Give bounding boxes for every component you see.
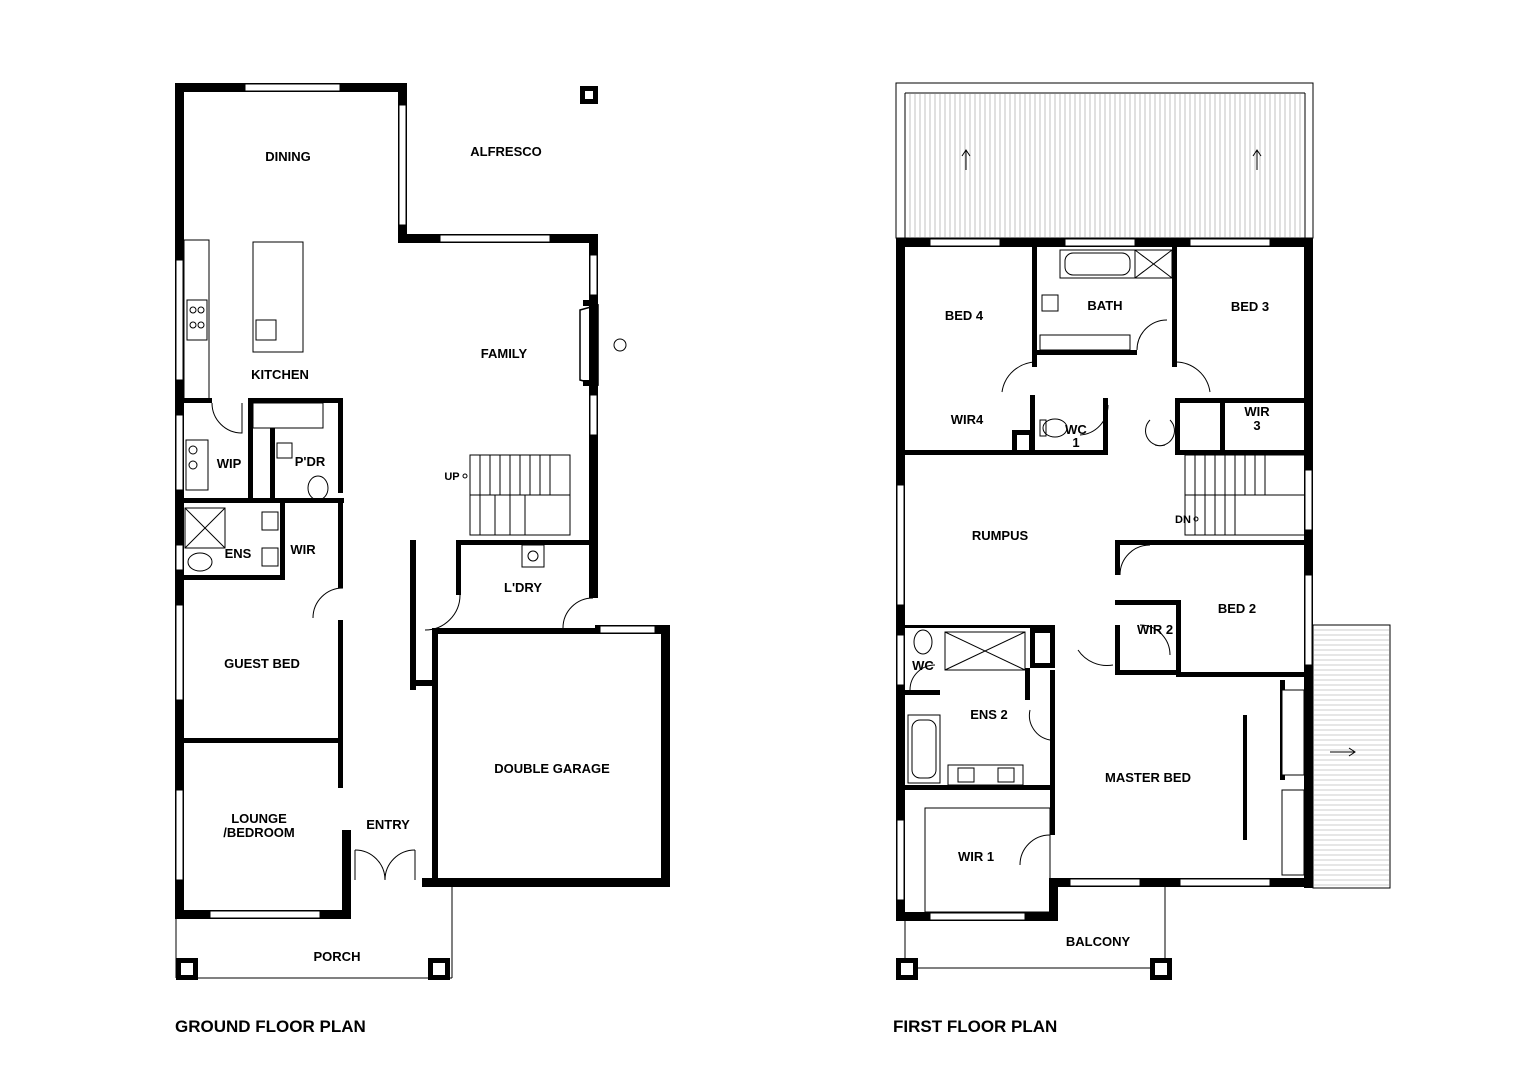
room-label-dining: DINING — [265, 149, 311, 164]
first-floor-caption: FIRST FLOOR PLAN — [893, 1017, 1057, 1036]
room-label-alfresco: ALFRESCO — [470, 144, 542, 159]
room-label-wc1-line1: WC — [1065, 422, 1087, 437]
room-label-wip: WIP — [217, 456, 242, 471]
room-label-wir: WIR — [290, 542, 316, 557]
room-label-wir4: WIR4 — [951, 412, 984, 427]
stair-label-dn: DN — [1175, 514, 1191, 526]
room-label-bed4: BED 4 — [945, 308, 984, 323]
room-label-double-garage: DOUBLE GARAGE — [494, 761, 610, 776]
first-floor-plan: BED 4 BATH BED 3 WIR4 WC 1 WIR 3 RUMPUS … — [893, 82, 1391, 1036]
room-label-entry: ENTRY — [366, 817, 410, 832]
room-label-ens2: ENS 2 — [970, 707, 1008, 722]
room-label-lounge-line1: LOUNGE — [231, 811, 287, 826]
room-label-master-bed: MASTER BED — [1105, 770, 1191, 785]
room-label-kitchen: KITCHEN — [251, 367, 309, 382]
room-label-guest-bed: GUEST BED — [224, 656, 300, 671]
ground-floor-plan: DINING ALFRESCO KITCHEN FAMILY WIP P'DR … — [175, 83, 670, 1036]
room-label-wc: WC — [912, 658, 934, 673]
room-label-pdr: P'DR — [295, 454, 326, 469]
room-label-wir3-line2: 3 — [1253, 418, 1260, 433]
room-label-rumpus: RUMPUS — [972, 528, 1029, 543]
roof-hatching — [909, 94, 1301, 237]
room-label-wc1-line2: 1 — [1072, 435, 1079, 450]
room-label-bath: BATH — [1087, 298, 1122, 313]
room-label-laundry: L'DRY — [504, 580, 542, 595]
room-label-family: FAMILY — [481, 346, 528, 361]
room-label-ens: ENS — [225, 546, 252, 561]
room-label-wir3-line1: WIR — [1244, 404, 1270, 419]
room-label-wir2: WIR 2 — [1137, 622, 1173, 637]
room-label-porch: PORCH — [314, 949, 361, 964]
room-label-bed3: BED 3 — [1231, 299, 1269, 314]
room-label-lounge-line2: /BEDROOM — [223, 825, 295, 840]
room-label-wir1: WIR 1 — [958, 849, 994, 864]
ground-floor-caption: GROUND FLOOR PLAN — [175, 1017, 366, 1036]
room-label-bed2: BED 2 — [1218, 601, 1256, 616]
room-label-balcony: BALCONY — [1066, 934, 1131, 949]
stair-label-up: UP — [444, 471, 459, 483]
deck-hatching — [1314, 629, 1389, 886]
